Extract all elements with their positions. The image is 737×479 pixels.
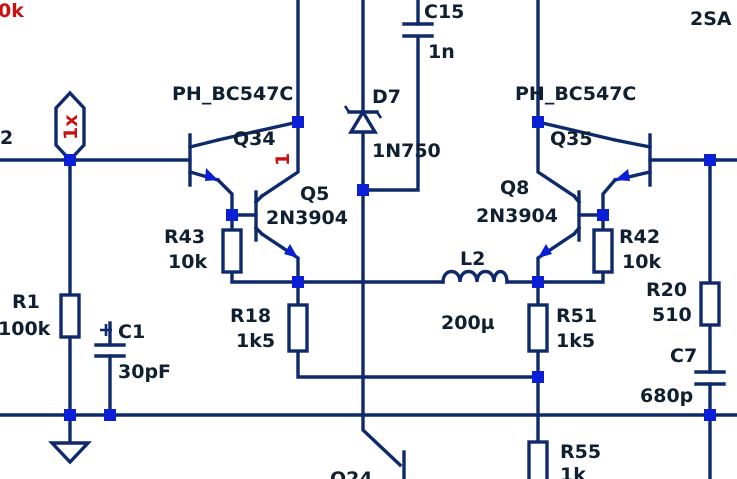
c15-value: 1n — [428, 41, 455, 63]
resistor-r20 — [699, 281, 721, 327]
junctions — [64, 116, 716, 421]
r1-value: 100k — [0, 318, 51, 340]
transistor-q35 — [612, 133, 653, 187]
q8-ref: Q8 — [500, 177, 529, 199]
transistor-q8 — [538, 190, 582, 258]
r1-ref: R1 — [12, 291, 40, 313]
junction-dot — [532, 116, 544, 128]
q35-model: PH_BC547C — [515, 83, 636, 105]
junction-dot — [64, 154, 76, 166]
edge-label-left-num: 2 — [0, 127, 13, 149]
junction-dot — [64, 409, 76, 421]
net-flag-label: 1x — [60, 115, 82, 140]
junction-dot — [597, 209, 609, 221]
q5-model: 2N3904 — [266, 207, 348, 229]
q5-ref: Q5 — [300, 183, 329, 205]
l2-ref: L2 — [460, 248, 485, 270]
l2-value: 200µ — [441, 312, 495, 334]
transistor-q34 — [187, 133, 221, 187]
capacitor-c15 — [402, 22, 434, 38]
r20-value: 510 — [652, 304, 692, 326]
q34-ref: Q34 — [233, 128, 276, 150]
q24-ref: Q24 — [330, 468, 373, 479]
q8-model: 2N3904 — [476, 205, 558, 227]
r55-ref: R55 — [560, 441, 601, 463]
capacitor-c7 — [694, 370, 726, 386]
net-flag: 1x — [54, 90, 86, 163]
junction-dot — [292, 276, 304, 288]
transistor-q5 — [253, 190, 298, 258]
junction-dot — [104, 409, 116, 421]
resistor-r18 — [287, 303, 309, 353]
ground-icon — [48, 441, 92, 465]
r20-ref: R20 — [646, 279, 687, 301]
c7-value: 680p — [640, 385, 693, 407]
q34-model: PH_BC547C — [172, 83, 293, 105]
d7-model: 1N750 — [372, 140, 441, 162]
junction-dot — [704, 154, 716, 166]
junction-dot — [292, 116, 304, 128]
c15-ref: C15 — [424, 1, 464, 23]
d7-ref: D7 — [372, 86, 401, 108]
junction-dot — [357, 184, 369, 196]
resistor-r1 — [59, 293, 81, 339]
c1-ref: C1 — [118, 321, 145, 343]
resistor-r42 — [592, 228, 614, 274]
resistor-r43 — [221, 228, 243, 274]
resistor-r55 — [527, 440, 549, 479]
junction-dot — [226, 209, 238, 221]
r43-value: 10k — [168, 251, 207, 273]
junction-dot — [704, 409, 716, 421]
r42-ref: R42 — [619, 226, 660, 248]
pin-mark: 1 — [272, 153, 294, 166]
r18-value: 1k5 — [236, 330, 275, 352]
junction-dot — [532, 371, 544, 383]
r42-value: 10k — [622, 251, 661, 273]
r51-ref: R51 — [556, 305, 597, 327]
junction-dot — [532, 276, 544, 288]
edge-label-top-right: 2SA — [690, 8, 732, 30]
diode-d7 — [343, 105, 383, 134]
inductor-l2 — [441, 269, 509, 284]
q35-ref: Q35 — [550, 128, 593, 150]
r18-ref: R18 — [230, 305, 271, 327]
c1-value: 30pF — [118, 361, 171, 383]
r43-ref: R43 — [164, 226, 205, 248]
edge-label-top-left: 0k — [0, 0, 24, 22]
c7-ref: C7 — [670, 345, 697, 367]
r55-value: 1k — [560, 464, 586, 479]
r51-value: 1k5 — [556, 330, 595, 352]
resistor-r51 — [527, 303, 549, 353]
capacitor-c1 — [94, 324, 126, 358]
